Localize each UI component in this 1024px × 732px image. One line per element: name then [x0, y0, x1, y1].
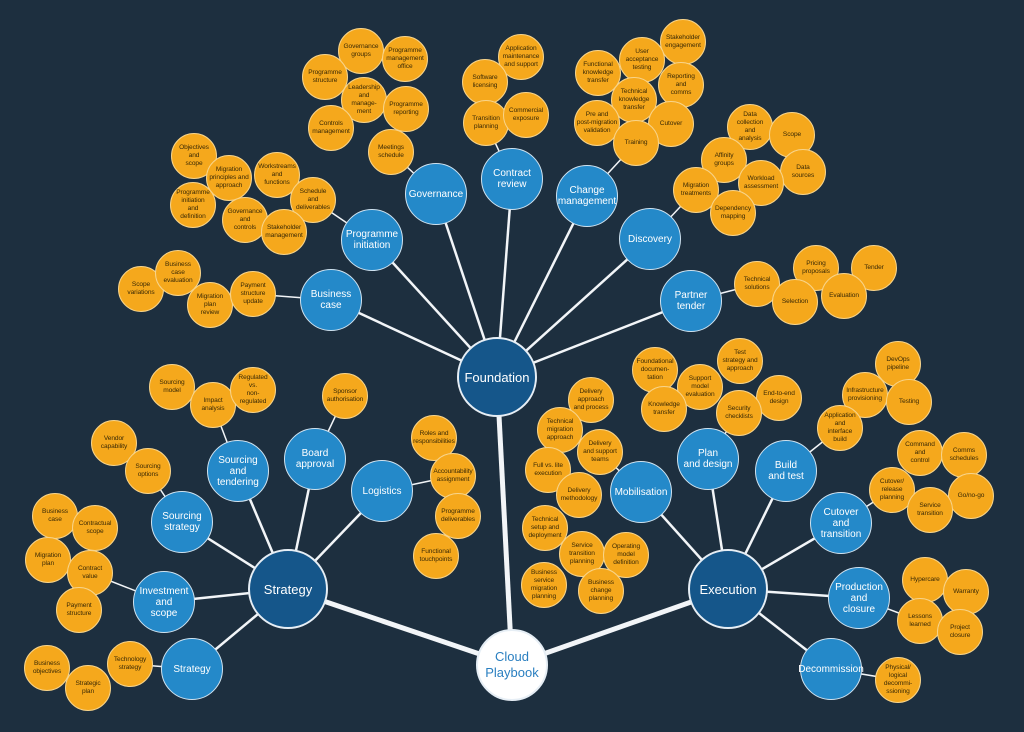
connector-root-foundation: [494, 376, 515, 666]
item-node-training[interactable]: Training: [613, 120, 659, 166]
item-node-stakeholder-management[interactable]: Stakeholder management: [261, 209, 307, 255]
topic-node-decommission[interactable]: Decommission: [798, 638, 864, 700]
item-node-pre-and-post-migration-validation[interactable]: Pre and post-migration validation: [574, 100, 620, 146]
root-node-cloud-playbook[interactable]: Cloud Playbook: [476, 629, 548, 701]
item-node-delivery-methodology[interactable]: Delivery methodology: [556, 472, 602, 518]
item-node-software-licensing[interactable]: Software licensing: [462, 59, 508, 105]
topic-node-investment-and-scope[interactable]: Investment and scope: [133, 571, 195, 633]
item-node-comms-schedules[interactable]: Comms schedules: [941, 432, 987, 478]
item-node-migration-treatments[interactable]: Migration treatments: [673, 167, 719, 213]
topic-node-mobilisation[interactable]: Mobilisation: [610, 461, 672, 523]
topic-node-partner-tender[interactable]: Partner tender: [660, 270, 722, 332]
item-node-lessons-learned[interactable]: Lessons learned: [897, 598, 943, 644]
topic-node-cutover-and-transition[interactable]: Cutover and transition: [810, 492, 872, 554]
item-node-impact-analysis[interactable]: Impact analysis: [190, 382, 236, 428]
item-node-technical-migration-approach[interactable]: Technical migration approach: [537, 407, 583, 453]
item-node-programme-deliverables[interactable]: Programme deliverables: [435, 493, 481, 539]
item-node-evaluation[interactable]: Evaluation: [821, 273, 867, 319]
item-node-knowledge-transfer[interactable]: Knowledge transfer: [641, 386, 687, 432]
branch-node-foundation[interactable]: Foundation: [457, 337, 537, 417]
item-node-foundational-documen-tation[interactable]: Foundational documen- tation: [632, 347, 678, 393]
item-node-delivery-approach-and-process[interactable]: Delivery approach and process: [568, 377, 614, 423]
item-node-physical-logical-decommi-ssioning[interactable]: Physical/ logical decommi- ssioning: [875, 657, 921, 703]
item-node-controls-management[interactable]: Controls management: [308, 105, 354, 151]
item-node-business-case[interactable]: Business case: [32, 493, 78, 539]
topic-node-sourcing-strategy[interactable]: Sourcing strategy: [151, 491, 213, 553]
topic-node-plan-and-design[interactable]: Plan and design: [677, 428, 739, 490]
item-node-strategic-plan[interactable]: Strategic plan: [65, 665, 111, 711]
item-node-hypercare[interactable]: Hypercare: [902, 557, 948, 603]
item-node-end-to-end-design[interactable]: End-to-end design: [756, 375, 802, 421]
topic-node-business-case[interactable]: Business case: [300, 269, 362, 331]
item-node-programme-structure[interactable]: Programme structure: [302, 54, 348, 100]
item-node-migration-plan-review[interactable]: Migration plan review: [187, 282, 233, 328]
item-node-data-sources[interactable]: Data sources: [780, 149, 826, 195]
item-node-technical-setup-and-deployment[interactable]: Technical setup and deployment: [522, 505, 568, 551]
item-node-project-closure[interactable]: Project closure: [937, 609, 983, 655]
item-node-sourcing-options[interactable]: Sourcing options: [125, 448, 171, 494]
item-node-sourcing-model[interactable]: Sourcing model: [149, 364, 195, 410]
topic-node-programme-initiation[interactable]: Programme initiation: [341, 209, 403, 271]
item-node-service-transition[interactable]: Service transition: [907, 487, 953, 533]
item-node-selection[interactable]: Selection: [772, 279, 818, 325]
item-node-cutover-release-planning[interactable]: Cutover/ release planning: [869, 467, 915, 513]
item-node-payment-structure-update[interactable]: Payment structure update: [230, 271, 276, 317]
topic-node-build-and-test[interactable]: Build and test: [755, 440, 817, 502]
item-node-programme-reporting[interactable]: Programme reporting: [383, 86, 429, 132]
item-node-functional-touchpoints[interactable]: Functional touchpoints: [413, 533, 459, 579]
topic-node-strategy[interactable]: Strategy: [161, 638, 223, 700]
item-node-technology-strategy[interactable]: Technology strategy: [107, 641, 153, 687]
topic-node-production-and-closure[interactable]: Production and closure: [828, 567, 890, 629]
branch-node-strategy[interactable]: Strategy: [248, 549, 328, 629]
item-node-command-and-control[interactable]: Command and control: [897, 430, 943, 476]
item-node-accountability-assignment[interactable]: Accountability assignment: [430, 453, 476, 499]
topic-node-board-approval[interactable]: Board approval: [284, 428, 346, 490]
item-node-go-no-go[interactable]: Go/no-go: [948, 473, 994, 519]
item-node-governance-and-controls[interactable]: Governance and controls: [222, 197, 268, 243]
item-node-programme-initiation-and-definition[interactable]: Programme initiation and definition: [170, 182, 216, 228]
item-node-delivery-and-support-teams[interactable]: Delivery and support teams: [577, 429, 623, 475]
item-node-payment-structure[interactable]: Payment structure: [56, 587, 102, 633]
item-node-functional-knowledge-transfer[interactable]: Functional knowledge transfer: [575, 50, 621, 96]
item-node-meetings-schedule[interactable]: Meetings schedule: [368, 129, 414, 175]
item-node-cutover[interactable]: Cutover: [648, 101, 694, 147]
item-node-testing[interactable]: Testing: [886, 379, 932, 425]
item-node-test-strategy-and-approach[interactable]: Test strategy and approach: [717, 338, 763, 384]
item-node-business-service-migration-planning[interactable]: Business service migration planning: [521, 562, 567, 608]
topic-node-change-management[interactable]: Change management: [556, 165, 618, 227]
topic-node-sourcing-and-tendering[interactable]: Sourcing and tendering: [207, 440, 269, 502]
item-node-migration-plan[interactable]: Migration plan: [25, 537, 71, 583]
branch-node-execution[interactable]: Execution: [688, 549, 768, 629]
item-node-sponsor-authorisation[interactable]: Sponsor authorisation: [322, 373, 368, 419]
item-node-transition-planning[interactable]: Transition planning: [463, 100, 509, 146]
item-node-migration-principles-and-approach[interactable]: Migration principles and approach: [206, 155, 252, 201]
item-node-regulated-vs-non-regulated[interactable]: Regulated vs. non- regulated: [230, 367, 276, 413]
item-node-dependency-mapping[interactable]: Dependency mapping: [710, 190, 756, 236]
item-node-business-change-planning[interactable]: Business change planning: [578, 568, 624, 614]
topic-node-contract-review[interactable]: Contract review: [481, 148, 543, 210]
item-node-user-acceptance-testing[interactable]: User acceptance testing: [619, 37, 665, 83]
item-node-application-and-interface-build[interactable]: Application and interface build: [817, 405, 863, 451]
item-node-security-checklists[interactable]: Security checklists: [716, 390, 762, 436]
item-node-warranty[interactable]: Warranty: [943, 569, 989, 615]
item-node-stakeholder-engagement[interactable]: Stakeholder engagement: [660, 19, 706, 65]
topic-node-logistics[interactable]: Logistics: [351, 460, 413, 522]
item-node-business-objectives[interactable]: Business objectives: [24, 645, 70, 691]
item-node-business-case-evaluation[interactable]: Business case evaluation: [155, 250, 201, 296]
item-node-programme-management-office[interactable]: Programme management office: [382, 36, 428, 82]
topic-node-governance[interactable]: Governance: [405, 163, 467, 225]
topic-node-discovery[interactable]: Discovery: [619, 208, 681, 270]
item-node-commercial-exposure[interactable]: Commercial exposure: [503, 92, 549, 138]
item-node-contractual-scope[interactable]: Contractual scope: [72, 505, 118, 551]
